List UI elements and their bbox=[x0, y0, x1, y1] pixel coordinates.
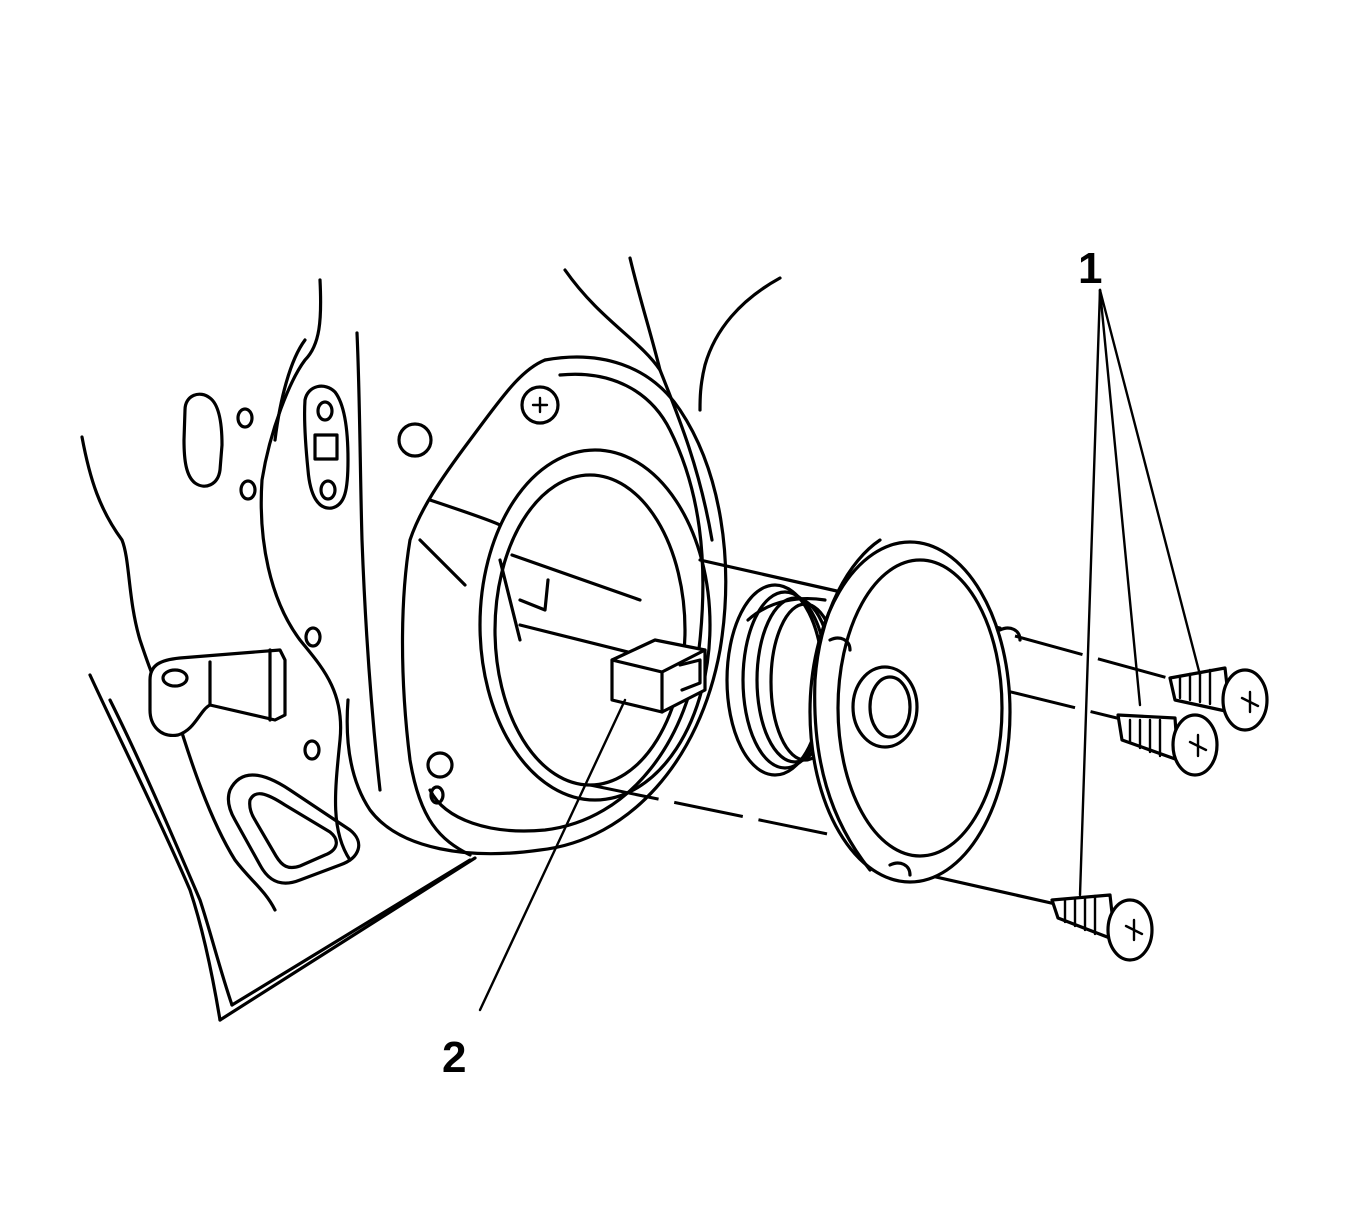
screw bbox=[1116, 713, 1219, 777]
electrical-connector bbox=[610, 638, 707, 714]
callout-leaders bbox=[478, 288, 1202, 1012]
speaker bbox=[725, 538, 1022, 884]
screw bbox=[1168, 666, 1269, 732]
screw bbox=[1050, 893, 1154, 962]
speaker-mount-bracket bbox=[345, 355, 728, 857]
callout-label-1: 1 bbox=[1078, 244, 1102, 293]
callout-label-2: 2 bbox=[442, 1033, 466, 1082]
door-inner-panel bbox=[80, 256, 782, 1022]
